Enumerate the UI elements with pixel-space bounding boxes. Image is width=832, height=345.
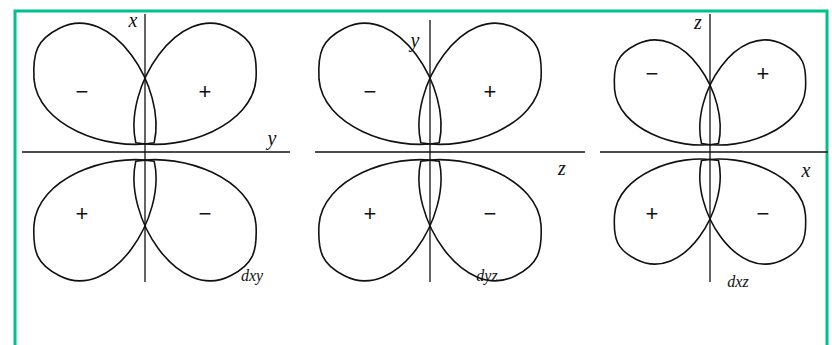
phase-sign: +	[76, 203, 89, 225]
orbital-caption: dxy	[241, 268, 263, 284]
axis-label: x	[802, 160, 811, 180]
phase-sign: +	[757, 63, 770, 85]
phase-sign: −	[757, 203, 770, 225]
phase-sign: −	[646, 63, 659, 85]
axis-label: y	[411, 30, 420, 50]
phase-sign: −	[364, 81, 377, 103]
dxy-orbital	[10, 2, 290, 301]
dyz-orbital	[295, 2, 585, 301]
axis-label: y	[268, 128, 277, 148]
phase-sign: −	[484, 203, 497, 225]
phase-sign: +	[364, 203, 377, 225]
phase-sign: −	[199, 203, 212, 225]
orbital-caption: dyz	[476, 268, 497, 284]
phase-sign: +	[199, 81, 212, 103]
phase-sign: +	[484, 81, 497, 103]
dxz-orbital	[594, 14, 828, 282]
axis-label: z	[694, 12, 702, 32]
axis-label: z	[558, 158, 566, 178]
orbital-caption: dxz	[727, 274, 748, 290]
axis-label: x	[129, 10, 138, 30]
phase-sign: +	[646, 203, 659, 225]
phase-sign: −	[76, 81, 89, 103]
